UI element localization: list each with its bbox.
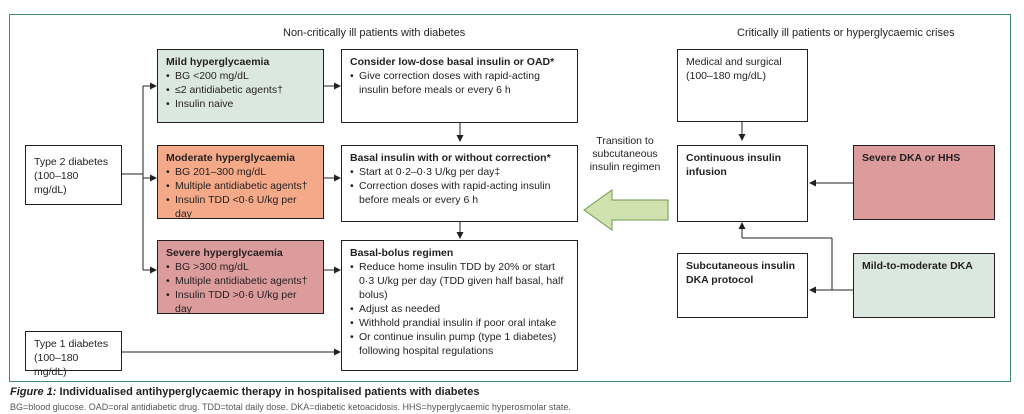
mild-hyperglycaemia-box: Mild hyperglycaemia BG <200 mg/dL ≤2 ant… bbox=[157, 49, 324, 123]
type1-label: Type 1 diabetes bbox=[34, 338, 109, 350]
subq-title: Subcutaneous insulin DKA protocol bbox=[686, 260, 796, 286]
transition-arrow bbox=[583, 189, 669, 231]
type2-range: (100–180 mg/dL) bbox=[34, 170, 79, 196]
mild-item: Insulin naive bbox=[166, 97, 315, 111]
bolus-item: Adjust as needed bbox=[350, 302, 569, 316]
medical-label: Medical and surgical bbox=[686, 56, 782, 68]
bolus-item: Reduce home insulin TDD by 20% or start … bbox=[350, 260, 569, 302]
dka-severe-title: Severe DKA or HHS bbox=[862, 152, 961, 164]
figure-label: Figure 1: bbox=[10, 386, 57, 398]
mild-moderate-dka-box: Mild-to-moderate DKA bbox=[853, 253, 995, 318]
subcutaneous-insulin-box: Subcutaneous insulin DKA protocol bbox=[677, 253, 808, 318]
left-section-title: Non-critically ill patients with diabete… bbox=[283, 27, 466, 39]
figure-title: Individualised antihyperglycaemic therap… bbox=[59, 386, 480, 398]
figure-caption-title: Figure 1: Individualised antihyperglycae… bbox=[10, 386, 479, 398]
bolus-item: Withhold prandial insulin if poor oral i… bbox=[350, 316, 569, 330]
severe-item: Insulin TDD >0·6 U/kg per day bbox=[166, 288, 315, 316]
consider-item: Give correction doses with rapid-acting … bbox=[350, 69, 569, 97]
medical-surgical-box: Medical and surgical (100–180 mg/dL) bbox=[677, 49, 808, 122]
dka-mild-title: Mild-to-moderate DKA bbox=[862, 260, 973, 272]
bolus-title: Basal-bolus regimen bbox=[350, 247, 454, 259]
consider-title: Consider low-dose basal insulin or OAD* bbox=[350, 56, 555, 68]
basal-item: Start at 0·2–0·3 U/kg per day‡ bbox=[350, 165, 569, 179]
type2-label: Type 2 diabetes bbox=[34, 156, 109, 168]
severe-hyperglycaemia-box: Severe hyperglycaemia BG >300 mg/dL Mult… bbox=[157, 240, 324, 316]
basal-insulin-box: Basal insulin with or without correction… bbox=[341, 145, 578, 222]
severe-title: Severe hyperglycaemia bbox=[166, 247, 283, 259]
figure-frame bbox=[9, 14, 1011, 382]
bolus-item: Or continue insulin pump (type 1 diabete… bbox=[350, 330, 569, 358]
basal-item: Correction doses with rapid-acting insul… bbox=[350, 179, 569, 207]
severe-dka-box: Severe DKA or HHS bbox=[853, 145, 995, 220]
infusion-title: Continuous insulin infusion bbox=[686, 152, 782, 178]
type1-range: (100–180 mg/dL) bbox=[34, 352, 79, 378]
moderate-item: Multiple antidiabetic agents† bbox=[166, 179, 315, 193]
type1-diabetes-box: Type 1 diabetes (100–180 mg/dL) bbox=[25, 331, 122, 378]
severe-item: Multiple antidiabetic agents† bbox=[166, 274, 315, 288]
figure-caption-text: BG=blood glucose. OAD=oral antidiabetic … bbox=[10, 402, 571, 412]
right-section-title: Critically ill patients or hyperglycaemi… bbox=[737, 27, 955, 39]
mild-item: BG <200 mg/dL bbox=[166, 69, 315, 83]
medical-range: (100–180 mg/dL) bbox=[686, 70, 766, 82]
moderate-item: Insulin TDD <0·6 U/kg per day bbox=[166, 193, 315, 221]
type2-diabetes-box: Type 2 diabetes (100–180 mg/dL) bbox=[25, 145, 122, 205]
severe-item: BG >300 mg/dL bbox=[166, 260, 315, 274]
moderate-item: BG 201–300 mg/dL bbox=[166, 165, 315, 179]
consider-basal-insulin-box: Consider low-dose basal insulin or OAD* … bbox=[341, 49, 578, 123]
mild-item: ≤2 antidiabetic agents† bbox=[166, 83, 315, 97]
basal-bolus-regimen-box: Basal-bolus regimen Reduce home insulin … bbox=[341, 240, 578, 371]
continuous-insulin-infusion-box: Continuous insulin infusion bbox=[677, 145, 808, 222]
transition-label: Transition to subcutaneous insulin regim… bbox=[589, 135, 661, 173]
basal-title: Basal insulin with or without correction… bbox=[350, 152, 551, 164]
mild-title: Mild hyperglycaemia bbox=[166, 56, 270, 68]
moderate-title: Moderate hyperglycaemia bbox=[166, 152, 295, 164]
moderate-hyperglycaemia-box: Moderate hyperglycaemia BG 201–300 mg/dL… bbox=[157, 145, 324, 221]
